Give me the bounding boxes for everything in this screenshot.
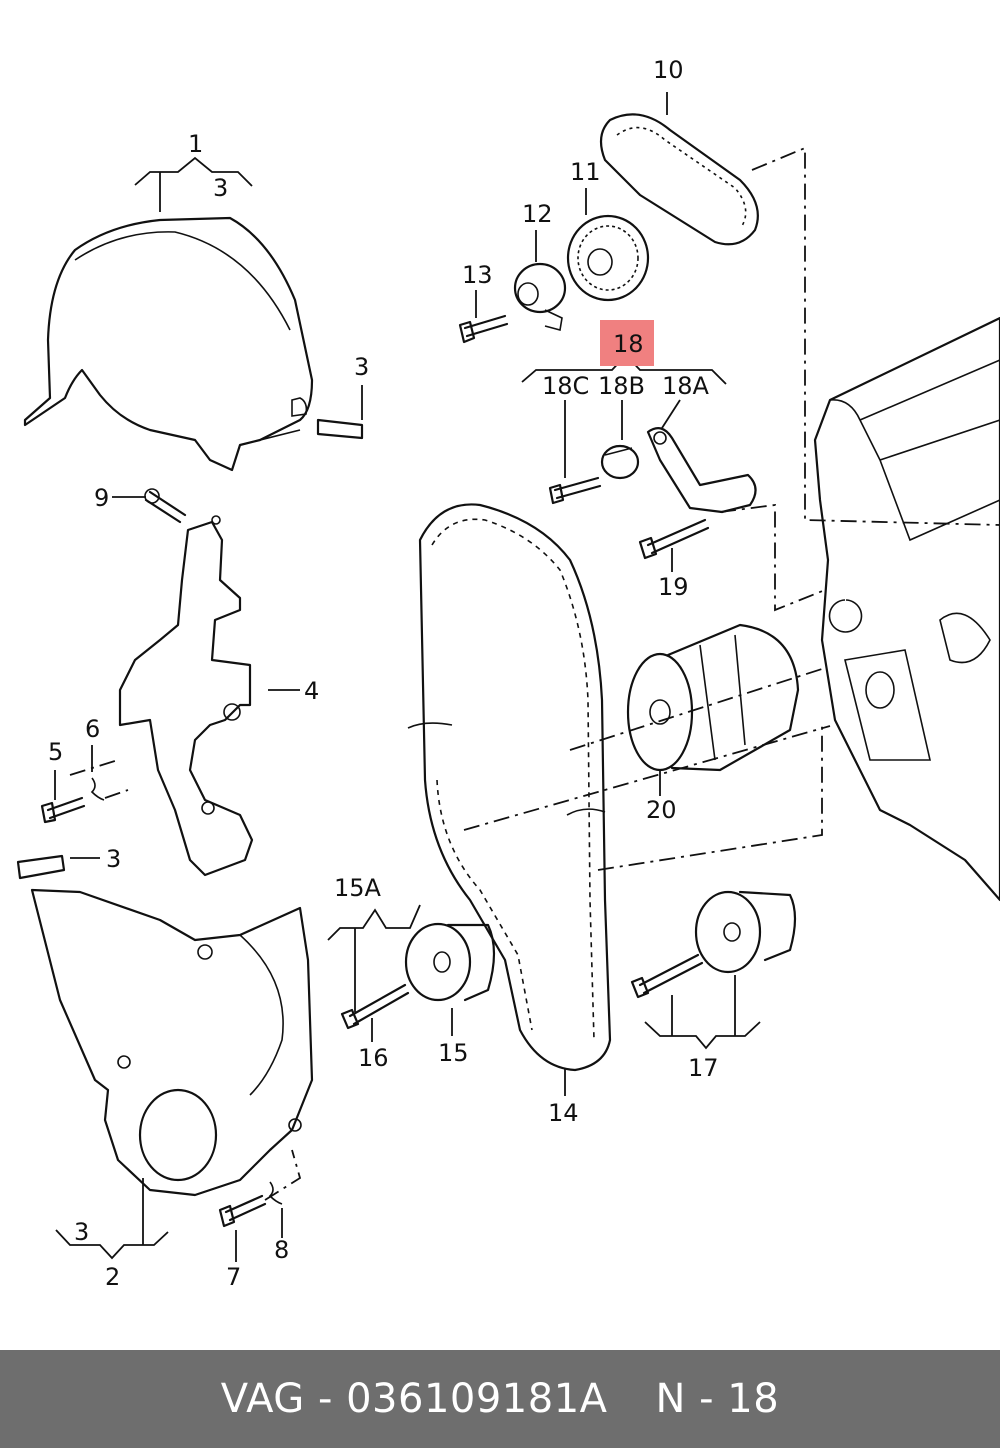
bolt-9	[144, 488, 187, 524]
alignment-lines	[69, 146, 1000, 1201]
idler-bracket-18a	[646, 427, 757, 514]
diagram-ref-text: N - 18	[655, 1376, 780, 1422]
upper-timing-cover	[23, 216, 314, 472]
label-9: 9	[94, 484, 109, 512]
part-number-text: VAG - 036109181A	[220, 1376, 608, 1422]
label-8: 8	[274, 1236, 289, 1264]
bolt-5	[40, 796, 86, 824]
label-18: 18	[613, 330, 644, 358]
cover-clip-lower	[16, 854, 66, 880]
main-timing-belt	[407, 503, 612, 1072]
cover-clip-upper	[316, 418, 364, 440]
label-15: 15	[438, 1039, 469, 1067]
exploded-parts-diagram: 1 3 3 9 4 5 6 3 3 2 7 8 10 11 12 13 18 1…	[16, 56, 1000, 1291]
middle-timing-cover	[118, 515, 254, 877]
label-20: 20	[646, 796, 677, 824]
bolt-18c	[548, 476, 602, 505]
idler-roller-18b	[600, 444, 640, 480]
label-12: 12	[522, 200, 553, 228]
label-6: 6	[85, 715, 100, 743]
bolt-17	[630, 953, 704, 999]
engine-block	[813, 316, 1000, 902]
camshaft-sprocket	[566, 214, 650, 302]
label-3-clip: 3	[354, 353, 369, 381]
part-number-footer: VAG - 036109181A N - 18	[0, 1350, 1000, 1448]
label-18a: 18A	[662, 372, 710, 400]
water-pump	[626, 623, 800, 772]
leader-lines	[54, 92, 761, 1262]
bolt-13	[458, 314, 509, 344]
label-18b: 18B	[598, 372, 645, 400]
lower-timing-cover	[30, 888, 314, 1197]
tensioner-15	[404, 922, 496, 1002]
washer-6	[90, 777, 105, 801]
label-18c: 18C	[542, 372, 589, 400]
bolt-16	[340, 983, 410, 1030]
bolt-19	[638, 518, 710, 560]
label-17: 17	[688, 1054, 719, 1082]
label-14: 14	[548, 1099, 579, 1127]
label-3-bottom: 3	[74, 1218, 89, 1246]
label-4: 4	[304, 677, 319, 705]
camshaft-drive-belt	[599, 113, 759, 246]
label-3-top: 3	[213, 174, 228, 202]
label-15a: 15A	[334, 874, 382, 902]
label-7: 7	[226, 1263, 241, 1291]
label-5: 5	[48, 738, 63, 766]
label-16: 16	[358, 1044, 389, 1072]
tensioner-pulley	[513, 262, 567, 331]
idler-pulley-17	[694, 890, 797, 974]
label-2: 2	[105, 1263, 120, 1291]
bolt-7	[218, 1194, 267, 1228]
label-3-lower-clip: 3	[106, 845, 121, 873]
label-10: 10	[653, 56, 684, 84]
label-1: 1	[188, 130, 203, 158]
label-19: 19	[658, 573, 689, 601]
label-13: 13	[462, 261, 493, 289]
label-11: 11	[570, 158, 601, 186]
highlight-box-18	[600, 320, 654, 366]
